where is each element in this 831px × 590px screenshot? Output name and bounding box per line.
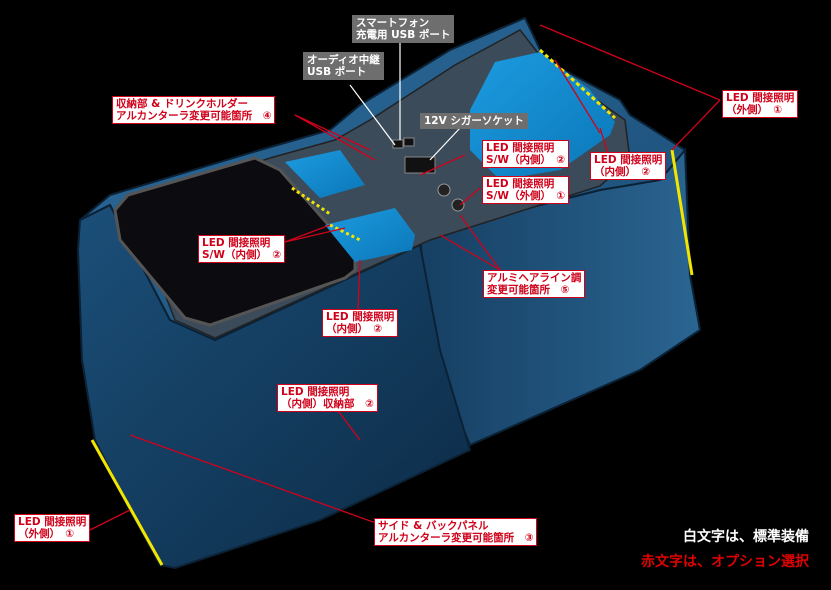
label-line: （外側） ① (18, 528, 75, 540)
usb-port-1 (392, 139, 404, 149)
label-line: （内側） ② (326, 323, 383, 335)
label-audio-usb: オーディオ中継 USB ポート (303, 52, 384, 80)
led-strip-left (291, 186, 331, 216)
label-line: 変更可能箇所 ⑤ (487, 284, 570, 296)
legend-option: 赤文字は、オプション選択 (641, 554, 809, 570)
label-led-sw-outer: LED 間接照明 S/W（外側） ① (482, 176, 570, 204)
label-line: S/W（内側） ② (202, 249, 282, 261)
label-line: LED 間接照明 (18, 516, 87, 528)
label-line: LED 間接照明 (202, 237, 271, 249)
storage-pad-center (325, 208, 415, 262)
label-line: LED 間接照明 (594, 154, 663, 166)
label-line: アルカンターラ変更可能箇所 ④ (116, 110, 272, 122)
label-line: LED 間接照明 (486, 178, 555, 190)
label-line: サイド & バックパネル (378, 520, 489, 532)
label-side-back-panel: サイド & バックパネル アルカンターラ変更可能箇所 ③ (374, 518, 538, 546)
cigar-socket (404, 156, 436, 174)
usb-port-2 (403, 137, 415, 147)
led-strip-right (670, 149, 694, 276)
led-strip-top (538, 48, 617, 120)
label-led-inner-right: LED 間接照明 （内側） ② (590, 152, 667, 180)
storage-pad-left (285, 150, 365, 198)
label-led-sw-inner: LED 間接照明 S/W（内側） ② (482, 140, 570, 168)
label-alumi-hairline: アルミヘアライン調 変更可能箇所 ⑤ (483, 270, 586, 298)
label-led-sw-inner-left: LED 間接照明 S/W（内側） ② (198, 235, 286, 263)
label-led-inner-storage: LED 間接照明 （内側）収納部 ② (277, 384, 378, 412)
label-line: USB ポート (307, 66, 367, 78)
label-line: （内側）収納部 ② (281, 398, 374, 410)
label-line: オーディオ中継 (307, 54, 380, 66)
label-line: LED 間接照明 (326, 311, 395, 323)
label-smartphone-usb: スマートフォン 充電用 USB ポート (352, 15, 455, 43)
label-line: LED 間接照明 (726, 92, 795, 104)
label-led-inner-center: LED 間接照明 （内側） ② (322, 309, 399, 337)
label-led-outer-left: LED 間接照明 （外側） ① (14, 514, 91, 542)
switch-2 (451, 198, 465, 212)
label-line: 収納部 & ドリンクホルダー (116, 98, 248, 110)
label-line: アルミヘアライン調 (487, 272, 582, 284)
label-line: スマートフォン (356, 17, 430, 29)
label-line: LED 間接照明 (281, 386, 350, 398)
label-line: LED 間接照明 (486, 142, 555, 154)
label-storage-drink: 収納部 & ドリンクホルダー アルカンターラ変更可能箇所 ④ (112, 96, 276, 124)
label-line: 12V シガーソケット (424, 115, 524, 127)
label-line: 充電用 USB ポート (356, 29, 451, 41)
led-strip-left-edge (90, 439, 164, 566)
switch-1 (437, 183, 451, 197)
leader-lines (89, 24, 721, 531)
legend-standard: 白文字は、標準装備 (683, 529, 809, 545)
label-line: S/W（外側） ① (486, 190, 566, 202)
label-cigar-socket: 12V シガーソケット (420, 113, 528, 129)
label-line: アルカンターラ変更可能箇所 ③ (378, 532, 534, 544)
label-line: （内側） ② (594, 166, 651, 178)
leader-lines-white (349, 40, 461, 161)
label-led-outer-top-right: LED 間接照明 （外側） ① (722, 90, 799, 118)
label-line: S/W（内側） ② (486, 154, 566, 166)
label-line: （外側） ① (726, 104, 783, 116)
